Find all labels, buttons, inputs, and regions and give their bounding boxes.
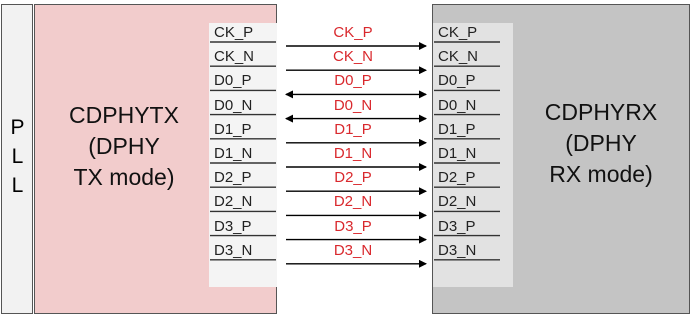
signal-label: D2_P: [334, 169, 372, 187]
signal-label: D0_P: [334, 72, 372, 90]
rx-pin-label: D1_P: [438, 120, 476, 138]
pll-label: PLL: [6, 115, 29, 203]
tx-pin-label: D1_P: [214, 120, 252, 138]
signal-label: D1_P: [334, 120, 372, 138]
rx-pin-label: D0_P: [438, 72, 476, 90]
rx-pin-label: CK_N: [438, 48, 479, 66]
signal-label: D2_N: [333, 193, 373, 211]
rx-pin-label: D2_N: [438, 193, 477, 211]
rx-pin-label: CK_P: [438, 24, 478, 41]
tx-pin-label: D3_N: [214, 241, 253, 259]
signal-label: CK_P: [333, 24, 373, 41]
tx-pin-label: CK_N: [214, 48, 255, 66]
rx-pin-label: D3_N: [438, 241, 477, 259]
tx-pin-label: D2_P: [214, 169, 252, 187]
rx-pin-label: D2_P: [438, 169, 476, 187]
tx-pin-label: D0_P: [214, 72, 252, 90]
signal-label: D3_N: [333, 241, 373, 259]
rx-pin-label: D0_N: [438, 96, 477, 114]
rx-pin-strip: [433, 23, 513, 287]
tx-pin-strip: [209, 23, 277, 287]
tx-pin-label: D0_N: [214, 96, 253, 114]
rx-block-label: CDPHYRX (DPHY RX mode): [544, 99, 658, 187]
signal-label: D3_P: [334, 217, 372, 235]
tx-pin-label: D2_N: [214, 193, 253, 211]
signal-label: CK_N: [332, 48, 373, 66]
tx-block-label: CDPHYTX (DPHY TX mode): [69, 102, 179, 190]
rx-pin-label: D3_P: [438, 217, 476, 235]
signal-label: D1_N: [333, 145, 373, 162]
rx-pin-label: D1_N: [438, 145, 477, 162]
tx-pin-label: D1_N: [214, 145, 253, 162]
tx-pin-label: D3_P: [214, 217, 252, 235]
signal-label: D0_N: [333, 96, 373, 114]
pll-block: PLL: [1, 4, 33, 314]
tx-pin-label: CK_P: [214, 24, 254, 41]
